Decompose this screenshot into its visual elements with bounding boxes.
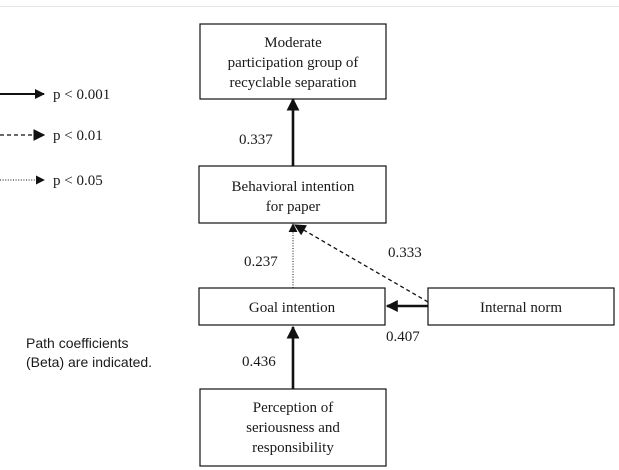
top-rule bbox=[0, 6, 619, 7]
coef-norm-intention: 0.333 bbox=[388, 245, 422, 261]
node-intention-line-1: Behavioral intention bbox=[232, 179, 355, 195]
paths bbox=[286, 97, 429, 389]
path-norm-to-intention bbox=[293, 224, 429, 303]
legend-item-solid: p < 0.001 bbox=[0, 87, 110, 103]
note-line-2: (Beta) are indicated. bbox=[26, 354, 152, 370]
note: Path coefficients (Beta) are indicated. bbox=[26, 335, 152, 370]
node-participation-line-1: Moderate bbox=[264, 35, 322, 51]
legend-solid-label: p < 0.001 bbox=[53, 87, 110, 103]
legend-dashed-label: p < 0.01 bbox=[53, 128, 103, 144]
node-participation-line-3: recyclable separation bbox=[229, 75, 357, 91]
note-line-1: Path coefficients bbox=[26, 335, 128, 351]
legend-item-dashed: p < 0.01 bbox=[0, 128, 103, 144]
node-intention-line-2: for paper bbox=[266, 199, 321, 215]
coef-intention-participation: 0.337 bbox=[239, 132, 273, 148]
coef-norm-goal: 0.407 bbox=[386, 329, 420, 345]
node-norm: Internal norm bbox=[427, 287, 615, 326]
legend: p < 0.001 p < 0.01 p < 0.05 bbox=[0, 87, 110, 189]
node-participation: Moderate participation group of recyclab… bbox=[199, 23, 387, 100]
legend-dotted-label: p < 0.05 bbox=[53, 173, 103, 189]
node-goal: Goal intention bbox=[198, 287, 386, 326]
node-intention: Behavioral intention for paper bbox=[198, 165, 387, 224]
coef-perception-goal: 0.436 bbox=[242, 354, 276, 370]
node-perception-line-3: responsibility bbox=[252, 440, 334, 456]
node-norm-line-1: Internal norm bbox=[480, 300, 562, 316]
node-participation-line-2: participation group of bbox=[228, 55, 359, 71]
node-perception-line-1: Perception of bbox=[253, 400, 333, 416]
coef-goal-intention: 0.237 bbox=[244, 254, 278, 270]
node-perception-line-2: seriousness and bbox=[246, 420, 340, 436]
node-perception: Perception of seriousness and responsibi… bbox=[199, 388, 387, 467]
node-goal-line-1: Goal intention bbox=[249, 300, 336, 316]
coefficients: 0.337 0.237 0.333 0.407 0.436 bbox=[239, 132, 422, 370]
legend-item-dotted: p < 0.05 bbox=[0, 173, 103, 189]
